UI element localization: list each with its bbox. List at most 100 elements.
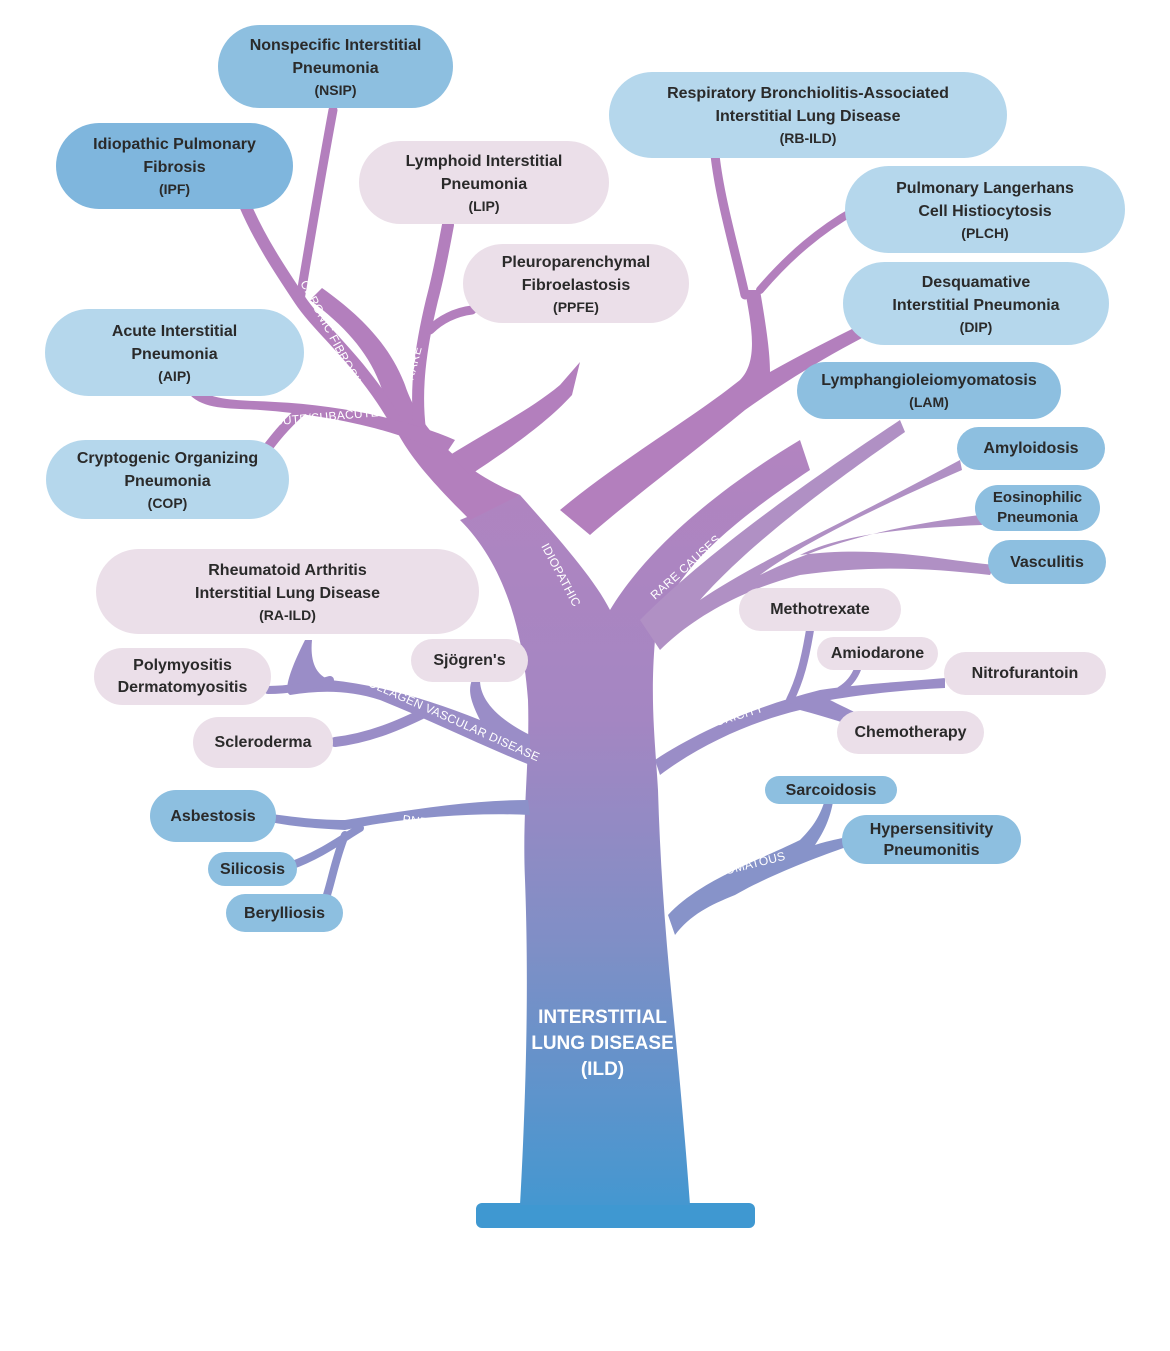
node-silicosis-label: Silicosis [220,860,285,878]
branch-idiopathic-limb [310,288,520,520]
node-ipf-line2: Fibrosis [143,159,206,176]
node-aip: Acute Interstitial Pneumonia (AIP) [45,309,304,396]
node-plch-line1: Pulmonary Langerhans [896,179,1074,197]
node-dip-line1: Desquamative [921,273,1031,291]
label-pneumoconioses: PNEUMOCONIOSES [402,812,523,843]
branch-to-ppfe [425,305,477,335]
node-lip-line1: Lymphoid Interstitial [405,152,563,170]
branch-acute-subacute [190,388,455,455]
node-aip-line2: Pneumonia [131,345,218,363]
node-rbild-abbr: (RB-ILD) [779,130,837,146]
node-chemotherapy: Chemotherapy [837,711,984,754]
branch-to-polymyositis [264,676,334,694]
node-lam: Lymphangioleiomyomatosis (LAM) [797,362,1061,419]
node-plch-abbr: (PLCH) [961,224,1009,241]
node-hp-line1: Hypersensitivity [869,820,994,838]
node-lam-line1: Lymphangioleiomyomatosis [821,372,1037,389]
node-aip-line1: Acute Interstitial [111,322,238,340]
node-rbild-line2: Interstitial Lung Disease [715,108,901,125]
node-methotrexate-label: Methotrexate [770,601,870,618]
node-ipf: Idiopathic Pulmonary Fibrosis (IPF) [56,123,293,209]
tree-title-line1: INTERSTITIAL [538,1007,667,1028]
branch-rare-causes [640,420,995,650]
branch-to-nsip [295,105,338,305]
node-plch-line2: Cell Histiocytosis [918,202,1052,220]
node-amyloidosis: Amyloidosis [957,427,1105,470]
node-polymyositis-line2: Dermatomyositis [117,678,248,696]
node-vasculitis: Vasculitis [988,540,1106,584]
branch-to-plch [756,206,859,294]
node-raild-line1: Rheumatoid Arthritis [208,561,367,579]
node-nsip-line1: Nonspecific Interstitial [249,36,422,54]
node-nsip-line2: Pneumonia [292,59,379,77]
node-raild-abbr: (RA-ILD) [259,606,316,623]
node-cop: Cryptogenic Organizing Pneumonia (COP) [46,440,289,519]
node-dip: Desquamative Interstitial Pneumonia (DIP… [843,262,1109,345]
branch-to-silicosis [286,824,364,870]
tree-base [476,1203,755,1228]
node-eosinophilic-line2: Pneumonia [997,509,1078,526]
tree-title-line2: LUNG DISEASE [531,1033,674,1054]
node-amiodarone-label: Amiodarone [830,645,925,662]
branch-collagen-vascular [287,640,530,765]
branch-to-methotrexate [786,626,814,704]
node-aip-abbr: (AIP) [158,367,191,384]
node-polymyositis-line1: Polymyositis [133,656,232,674]
node-lip-abbr: (LIP) [468,197,500,214]
branch-to-amiodarone [836,664,862,694]
node-scleroderma-label: Scleroderma [214,734,312,751]
node-sjogren-label: Sjögren's [433,652,506,669]
label-collagen-vascular: COLLAGEN VASCULAR DISEASE [358,672,542,764]
node-lip-line2: Pneumonia [440,175,528,193]
node-rbild-line1: Respiratory Bronchiolitis-Associated [667,85,949,102]
branch-unclassifiable [450,362,580,475]
node-asbestosis: Asbestosis [150,790,276,842]
node-berylliosis-label: Berylliosis [244,904,325,922]
branch-to-rbild [710,150,750,300]
node-sarcoidosis-label: Sarcoidosis [785,781,877,799]
node-sjogren: Sjögren's [411,639,528,682]
node-nsip-abbr: (NSIP) [314,81,357,98]
node-amyloidosis-label: Amyloidosis [983,440,1079,457]
node-eosinophilic-pneumonia: Eosinophilic Pneumonia [975,485,1100,531]
node-eosinophilic-line1: Eosinophilic [992,489,1083,506]
node-hypersensitivity-pneumonitis: Hypersensitivity Pneumonitis [842,815,1021,864]
node-cop-abbr: (COP) [147,494,188,511]
node-raild: Rheumatoid Arthritis Interstitial Lung D… [96,549,479,634]
node-lip: Lymphoid Interstitial Pneumonia (LIP) [359,141,609,224]
branch-to-scleroderma [330,705,435,747]
node-polymyositis: Polymyositis Dermatomyositis [94,648,271,705]
node-silicosis: Silicosis [208,852,297,886]
node-plch: Pulmonary Langerhans Cell Histiocytosis … [845,166,1125,253]
node-chemotherapy-label: Chemotherapy [854,724,967,741]
node-cop-line2: Pneumonia [124,472,211,490]
node-rbild: Respiratory Bronchiolitis-Associated Int… [609,72,1007,158]
node-ipf-line1: Idiopathic Pulmonary [93,136,256,153]
branch-smoking-related [560,290,862,535]
node-asbestosis-label: Asbestosis [170,807,256,825]
tree-trunk [460,440,810,1205]
node-dip-line2: Interstitial Pneumonia [892,296,1060,314]
branch-rare [412,219,454,436]
node-dip-abbr: (DIP) [959,318,993,335]
node-hp-line2: Pneumonitis [883,841,980,859]
node-vasculitis-label: Vasculitis [1010,553,1084,571]
node-scleroderma: Scleroderma [193,717,333,768]
node-berylliosis: Berylliosis [226,894,343,932]
node-raild-line2: Interstitial Lung Disease [195,584,380,602]
node-nitrofurantoin: Nitrofurantoin [944,652,1106,695]
tree-title-line3: (ILD) [580,1059,625,1080]
node-ipf-abbr: (IPF) [158,181,191,197]
node-lam-abbr: (LAM) [909,394,949,410]
branch-granulomatous [668,800,852,935]
branch-to-berylliosis [322,831,349,902]
node-amiodarone: Amiodarone [817,637,938,670]
node-ppfe-line1: Pleuroparenchymal [501,253,651,271]
tree-title: INTERSTITIAL LUNG DISEASE (ILD) [520,1005,685,1083]
branch-pneumoconioses [270,800,530,830]
node-methotrexate: Methotrexate [739,588,901,631]
node-cop-line1: Cryptogenic Organizing [76,449,259,467]
node-sarcoidosis: Sarcoidosis [765,776,897,804]
node-nitrofurantoin-label: Nitrofurantoin [971,665,1079,682]
